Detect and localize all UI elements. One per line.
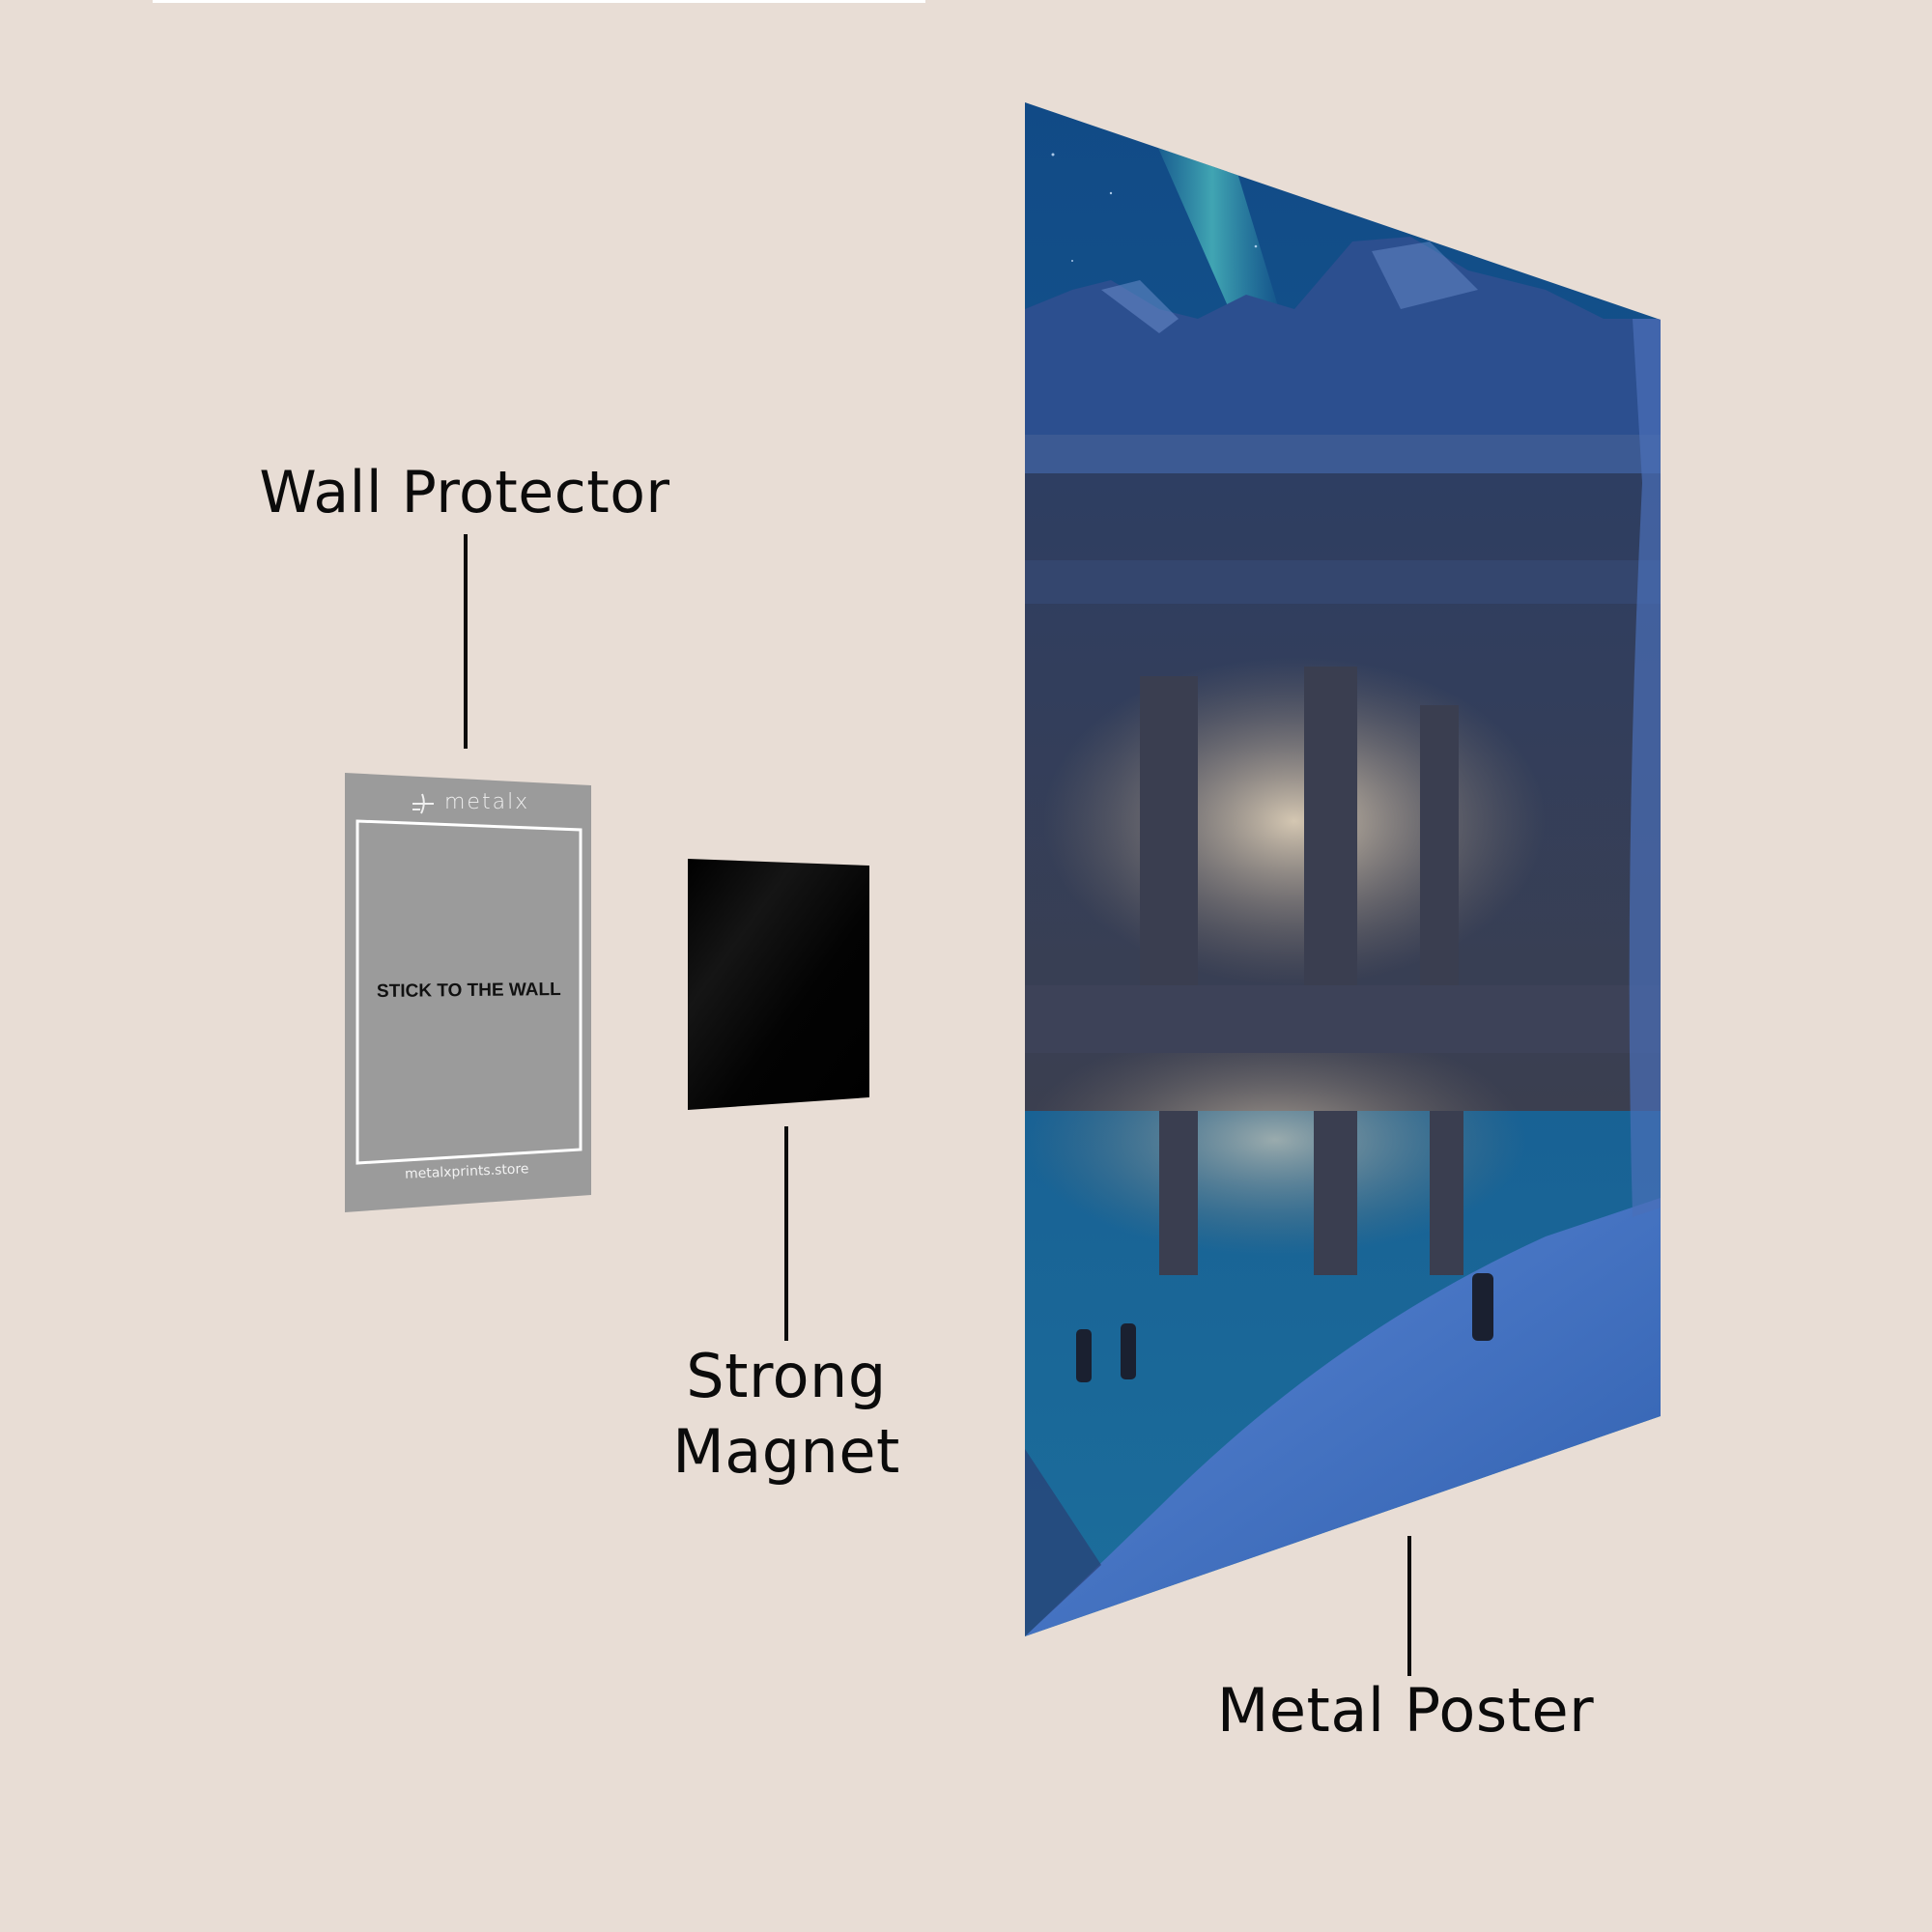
metal-poster-label: Metal Poster	[1216, 1675, 1595, 1746]
strong-magnet-leader-line	[784, 1126, 788, 1341]
strong-magnet-label-line1: Strong	[686, 1341, 887, 1411]
wall-protector-leader-line	[464, 534, 468, 749]
wall-protector-label: Wall Protector	[259, 459, 670, 526]
top-edge-strip	[153, 0, 925, 3]
metalx-brand-text: metalx	[444, 790, 530, 814]
aurora	[1140, 106, 1285, 348]
metal-poster-leader-line	[1407, 1536, 1411, 1676]
strong-magnet-label-line2: Magnet	[672, 1416, 900, 1487]
